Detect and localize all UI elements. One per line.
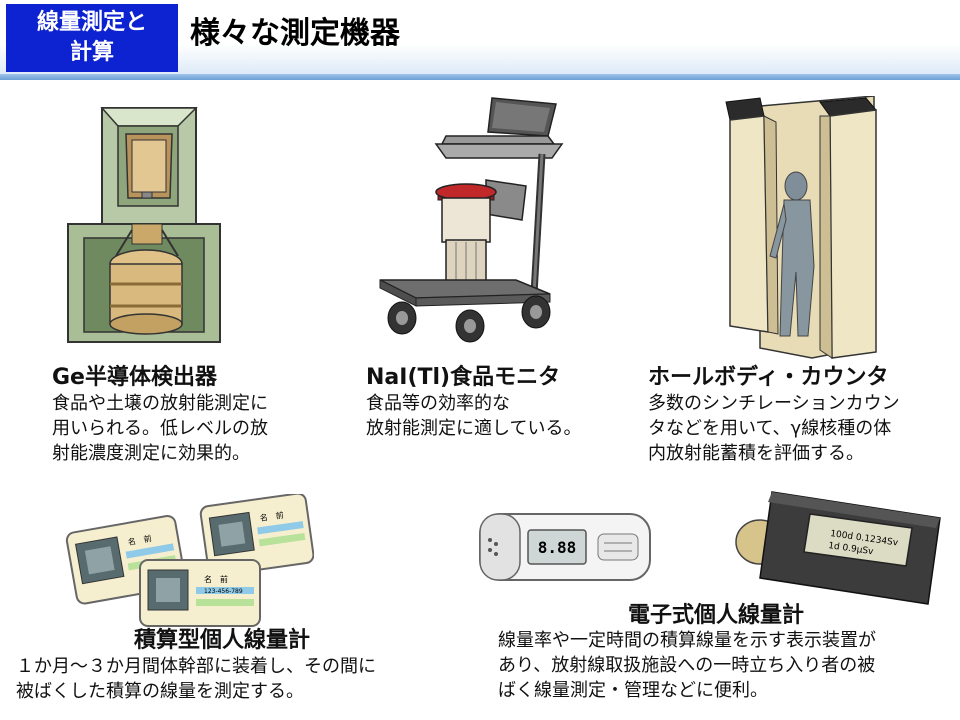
nai-monitor-desc-1: 食品等の効率的な [366, 393, 510, 414]
badge-2-label: 名 前 [259, 510, 284, 523]
section-tag-line-1: 線量測定と [36, 10, 147, 35]
ge-detector-name: Ge半導体検出器 [52, 365, 217, 390]
badge-1-label: 名 前 [127, 533, 152, 547]
nai-monitor-desc-2: 放射能測定に適している。 [366, 418, 582, 439]
page-title: 様々な測定機器 [190, 16, 400, 51]
integrating-dosimeter-illustration: 名 前 名 前 名 前 123-456-789 [65, 494, 314, 627]
electronic-dosimeter-name: 電子式個人線量計 [628, 603, 805, 628]
header-divider [0, 74, 960, 80]
electronic-dosimeter-desc-1: 線量率や一定時間の積算線量を示す表示装置が [498, 630, 876, 651]
wbc-desc-2: タなどを用いて、γ線核種の体 [648, 418, 892, 439]
electronic-dosimeter-card-illustration: 100d 0.1234Sv 1d 0.9μSv [735, 491, 941, 605]
wbc-desc-3: 内放射能蓄積を評価する。 [648, 443, 864, 464]
integrating-dosimeter-desc-2: 被ばくした積算の線量を測定する。 [16, 681, 304, 702]
integrating-dosimeter-desc-1: １か月～３か月間体幹部に装着し、その間に [16, 656, 376, 677]
nai-monitor-name: NaI(Tl)食品モニタ [366, 365, 561, 390]
ge-detector-desc-1: 食品や土壌の放射能測定に [52, 393, 268, 414]
wbc-name: ホールボディ・カウンタ [648, 365, 889, 390]
section-tag-line-2: 計算 [69, 40, 114, 65]
integrating-dosimeter-name: 積算型個人線量計 [134, 628, 311, 653]
electronic-dosimeter-desc-2: あり、放射線取扱施設への一時立ち入り者の被 [498, 655, 876, 676]
section-tag: 線量測定と 計算 [6, 4, 178, 72]
wbc-desc-1: 多数のシンチレーションカウン [648, 393, 900, 414]
ge-detector-illustration [67, 107, 221, 343]
electronic-dosimeter-pen-illustration: 8.88 [479, 513, 651, 581]
whole-body-counter-illustration [725, 96, 877, 359]
electronic-dosimeter-desc-3: ばく線量測定・管理などに便利。 [498, 680, 768, 701]
pen-display-reading: 8.88 [538, 538, 577, 557]
ge-detector-desc-2: 用いられる。低レベルの放 [52, 418, 268, 439]
nai-food-monitor-illustration [379, 97, 564, 343]
badge-3-label: 名 前 [204, 574, 228, 584]
badge-3-number: 123-456-789 [204, 588, 243, 595]
ge-detector-desc-3: 射能濃度測定に効果的。 [52, 443, 250, 464]
